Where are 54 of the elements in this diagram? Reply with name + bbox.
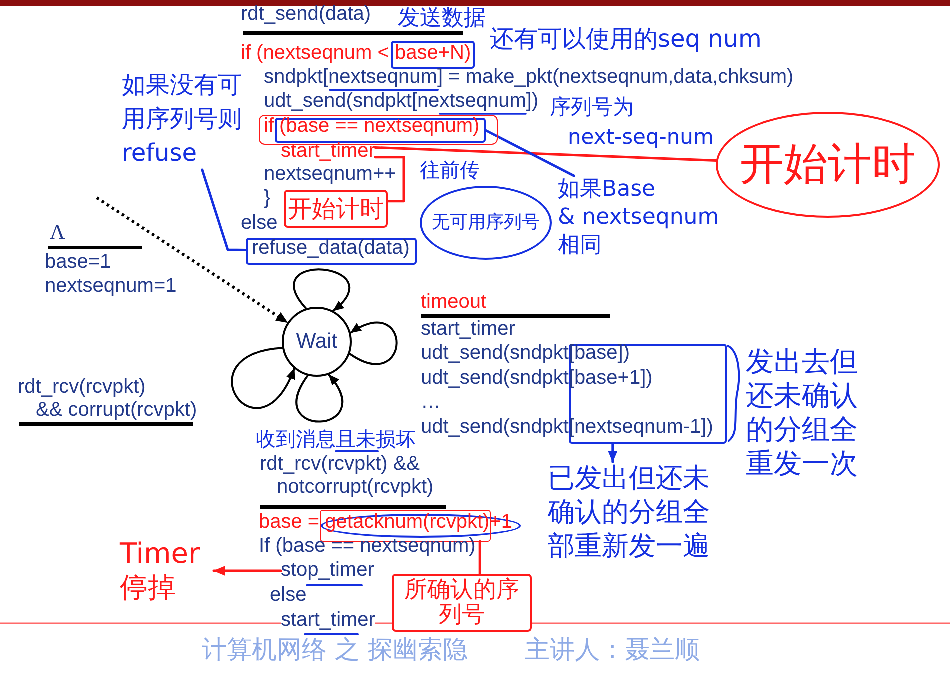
- action-label: start_timer: [281, 141, 376, 163]
- course-title: 计算机网络 之 探幽索隐: [202, 636, 468, 664]
- lecturer-name: 主讲人：聂兰顺: [525, 636, 700, 664]
- action-label: If (base == nextseqnum): [259, 536, 476, 558]
- leader-line: [374, 146, 718, 162]
- action-label: sndpkt[nextseqnum] = make_pkt(nextseqnum,data,chksum): [264, 67, 794, 89]
- leader-line: [201, 168, 248, 252]
- event-label: rdt_rcv(rcvpkt) && notcorrupt(rcvpkt): [260, 453, 434, 499]
- action-label: …: [421, 392, 441, 414]
- note-ellipse: 无可用序列号: [420, 186, 552, 260]
- self-loop-arrow: [293, 268, 350, 312]
- action-label: base=1: [45, 252, 112, 274]
- leader-line: [478, 540, 482, 576]
- handwritten-note: 收到消息且未损坏: [256, 428, 416, 450]
- highlight-box: [275, 118, 486, 144]
- action-label: start_timer: [281, 610, 376, 632]
- action-label: udt_send(sndpkt[nextseqnum]): [264, 91, 539, 113]
- state-circle: Wait: [282, 307, 352, 377]
- handwritten-note: Timer 停掉: [120, 537, 214, 605]
- note-box: 开始计时: [284, 190, 388, 228]
- handwritten-note: 已发出但还未确认的分组全部重新发一遍: [548, 462, 718, 564]
- leader-line: [374, 156, 406, 203]
- highlight-box: [390, 41, 474, 69]
- action-label: else: [270, 585, 307, 607]
- action-label: if (nextseqnum < base+N): [241, 43, 472, 65]
- initial-arrow: [96, 196, 289, 324]
- action-label: nextseqnum++: [264, 164, 396, 186]
- note-box: 所确认的序列号: [392, 574, 532, 632]
- event-label: rdt_send(data): [241, 4, 372, 26]
- event-label: rdt_rcv(rcvpkt) && corrupt(rcvpkt): [18, 376, 198, 422]
- self-loop-arrow: [296, 374, 344, 423]
- handwritten-note: 序列号为 next-seq-num: [550, 94, 714, 151]
- event-label: timeout: [421, 292, 487, 314]
- self-loop-arrow: [348, 322, 398, 366]
- event-label: Λ: [50, 220, 66, 244]
- leader-line: [484, 129, 576, 178]
- action-label: }: [264, 188, 271, 210]
- highlight-box: [246, 238, 417, 265]
- note-ellipse: 开始计时: [716, 112, 940, 218]
- handwritten-note: 如果没有可用序列号则refuse: [122, 68, 250, 170]
- self-loop-arrow: [231, 347, 296, 409]
- annotation-arrow: [212, 566, 282, 576]
- handwritten-note: 还有可以使用的seq num: [490, 24, 762, 54]
- action-label: stop_timer: [281, 560, 374, 582]
- action-label: refuse_data(data): [252, 238, 410, 260]
- handwritten-note: 往前传: [420, 158, 480, 182]
- annotation-arrow: [608, 442, 618, 464]
- action-label: if (base == nextseqnum): [264, 116, 480, 138]
- action-label: nextseqnum=1: [45, 276, 177, 298]
- action-label: start_timer: [421, 319, 516, 341]
- action-label: else: [241, 213, 278, 235]
- highlight-box: [259, 115, 498, 144]
- handwritten-note: 发送数据: [398, 6, 486, 32]
- handwritten-note: 发出去但还未确认的分组全重发一次: [746, 345, 859, 481]
